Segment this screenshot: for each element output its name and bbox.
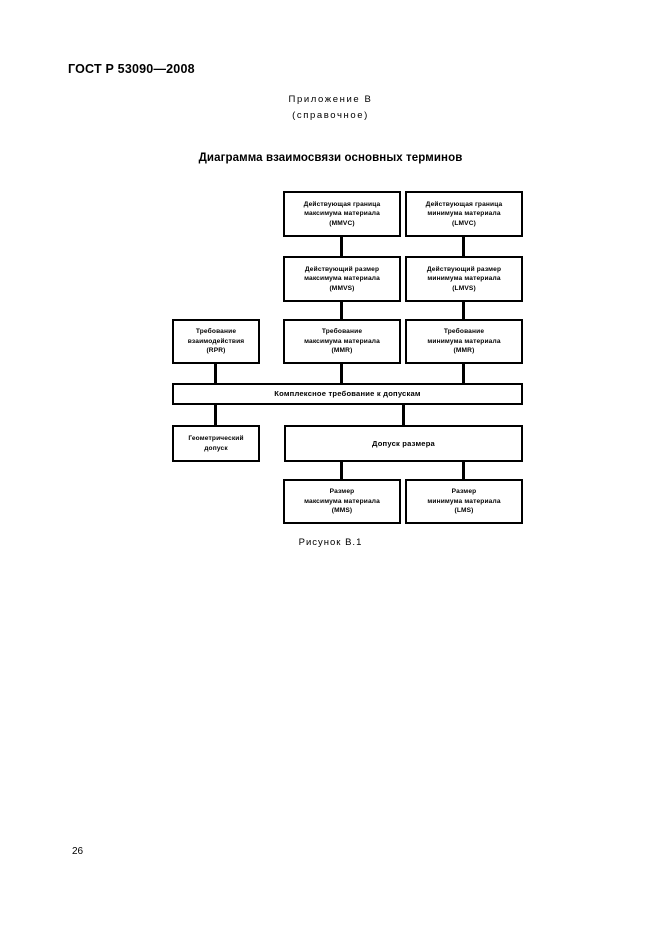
connector-rpr-complex <box>214 364 217 383</box>
annex-subtitle: (справочное) <box>292 110 369 121</box>
node-lms-line2: минимума материала <box>427 497 501 505</box>
node-size-tolerance: Допуск размера <box>284 425 523 462</box>
figure-title: Диаграмма взаимосвязи основных терминов <box>198 152 463 164</box>
node-lms-line1: Размер <box>451 488 477 496</box>
node-lmvs-line1: Действующий размер <box>426 265 502 273</box>
node-mms: Размер максимума материала (MMS) <box>283 479 401 524</box>
connector-lmr-complex <box>462 364 465 383</box>
node-mmvs-line2: максимума материала <box>304 275 380 283</box>
node-lmvc-line1: Действующая граница <box>425 200 503 208</box>
node-lmvs-line2: минимума материала <box>427 275 501 283</box>
node-lms: Размер минимума материала (LMS) <box>405 479 523 524</box>
node-mmr: Требование максимума материала (MMR) <box>283 319 401 364</box>
node-lms-line3: (LMS) <box>454 507 474 515</box>
node-lmr-line3: (MMR) <box>453 347 475 355</box>
connector-mmvc-mmvs <box>340 237 343 256</box>
connector-complex-geom <box>214 405 217 425</box>
node-mms-line2: максимума материала <box>304 497 380 505</box>
connector-mmr-complex <box>340 364 343 383</box>
connector-lmvs-lmr <box>462 302 465 319</box>
page-number: 26 <box>72 846 84 857</box>
node-complex-label: Комплексное требование к допускам <box>274 389 421 399</box>
node-mmvc-line2: максимума материала <box>304 210 380 218</box>
node-rpr-line1: Требование <box>195 328 237 336</box>
connector-size-tolerance-lms <box>462 462 465 479</box>
node-mmvc: Действующая граница максимума материала … <box>283 191 401 237</box>
node-mmvc-line1: Действующая граница <box>303 200 381 208</box>
node-lmvs: Действующий размер минимума материала (L… <box>405 256 523 302</box>
node-rpr-line3: (RPR) <box>206 347 226 355</box>
node-mmr-line2: максимума материала <box>304 337 380 345</box>
node-mms-line1: Размер <box>329 488 355 496</box>
node-complex-tolerance-requirement: Комплексное требование к допускам <box>172 383 523 405</box>
annex-title: Приложение В <box>288 94 373 105</box>
node-lmvc-line3: (LMVC) <box>452 219 476 227</box>
node-mmvc-line3: (MMVC) <box>329 219 355 227</box>
node-lmr: Требование минимума материала (MMR) <box>405 319 523 364</box>
connector-mmvs-mmr <box>340 302 343 319</box>
node-lmvc: Действующая граница минимума материала (… <box>405 191 523 237</box>
node-geom-line1: Геометрический <box>188 435 244 442</box>
annex-heading: Приложение В (справочное) <box>0 92 661 124</box>
connector-complex-size-tolerance <box>402 405 405 425</box>
node-size-tolerance-label: Допуск размера <box>372 438 435 448</box>
node-mmvs: Действующий размер максимума материала (… <box>283 256 401 302</box>
node-mmr-line3: (MMR) <box>331 347 353 355</box>
node-geom-line2: допуск <box>204 444 228 452</box>
node-geometric-tolerance: Геометрический допуск <box>172 425 260 462</box>
node-lmvs-line3: (LMVS) <box>452 284 476 292</box>
connector-size-tolerance-mms <box>340 462 343 479</box>
node-lmvc-line2: минимума материала <box>427 210 501 218</box>
node-rpr: Требование взаимодействия (RPR) <box>172 319 260 364</box>
connector-lmvc-lmvs <box>462 237 465 256</box>
node-lmr-line1: Требование <box>443 328 485 336</box>
node-mms-line3: (MMS) <box>331 507 353 515</box>
node-mmr-line1: Требование <box>321 328 363 336</box>
node-rpr-line2: взаимодействия <box>187 337 245 345</box>
standard-header: ГОСТ Р 53090—2008 <box>68 62 195 76</box>
node-lmr-line2: минимума материала <box>427 337 501 345</box>
node-mmvs-line3: (MMVS) <box>329 284 355 292</box>
node-mmvs-line1: Действующий размер <box>304 265 380 273</box>
figure-caption: Рисунок В.1 <box>298 537 363 548</box>
